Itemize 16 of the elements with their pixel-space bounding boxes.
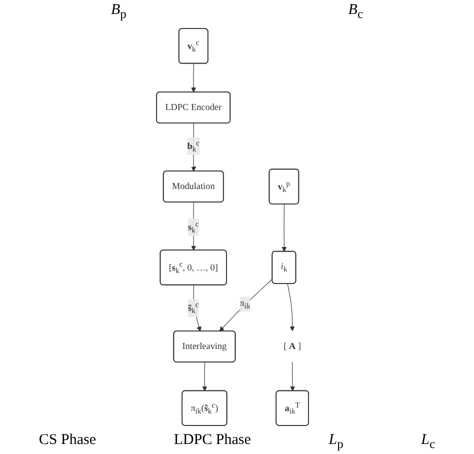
phase-label: CS Phase (38, 432, 96, 450)
length-label: L$_{p}$ (328, 432, 344, 452)
bit-length-label: B$_{c}$ (348, 2, 364, 22)
length-label: L$_{c}$ (421, 432, 436, 452)
arrow (192, 284, 202, 332)
arrow (290, 362, 295, 392)
arrow (190, 202, 196, 251)
arrow (286, 284, 294, 332)
bit-length-label: B$_{p}$ (110, 2, 126, 22)
arrow (281, 204, 286, 252)
edge-label: π$_{ik}$ (239, 298, 250, 310)
node-text: [ A ] (283, 341, 301, 352)
phase-label: LDPC Phase (174, 432, 251, 450)
arrow (190, 63, 196, 93)
arrow (218, 278, 272, 332)
arrow (202, 362, 207, 392)
